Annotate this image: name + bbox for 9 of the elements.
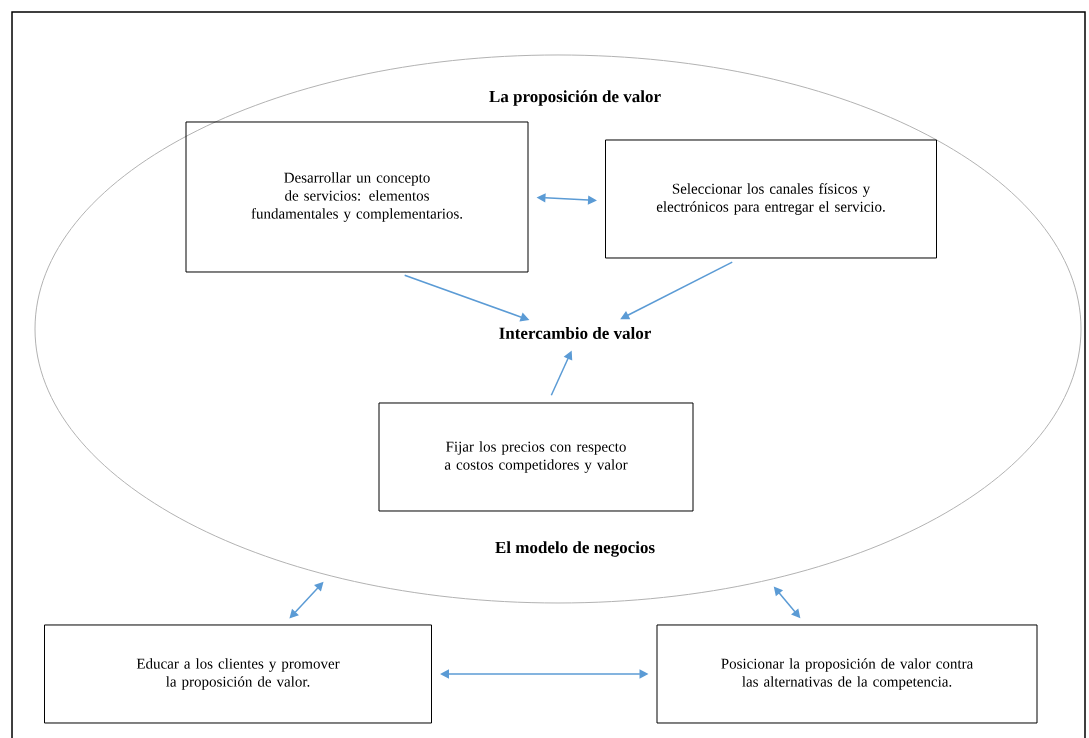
ellipse-heading: La proposición de valor	[489, 90, 661, 106]
text-box: Desarrollar un concepto de servicios: elementos fundamentales y complementarios.	[185, 121, 529, 273]
text-box: Fijar los precios con respecto a costos competidores y valor	[378, 402, 694, 512]
text-box: Posicionar la proposición de valor contra las alternativas de la competencia.	[656, 624, 1038, 724]
text-box: Educar a los clientes y promover la proposición de valor.	[44, 624, 432, 724]
ellipse-heading: El modelo de negocios	[495, 541, 655, 557]
bold-label: Intercambio de valor	[499, 327, 651, 339]
text-box: Seleccionar los canales físicos y electrónicos para entregar el servicio.	[605, 139, 937, 259]
arrow	[620, 261, 733, 320]
